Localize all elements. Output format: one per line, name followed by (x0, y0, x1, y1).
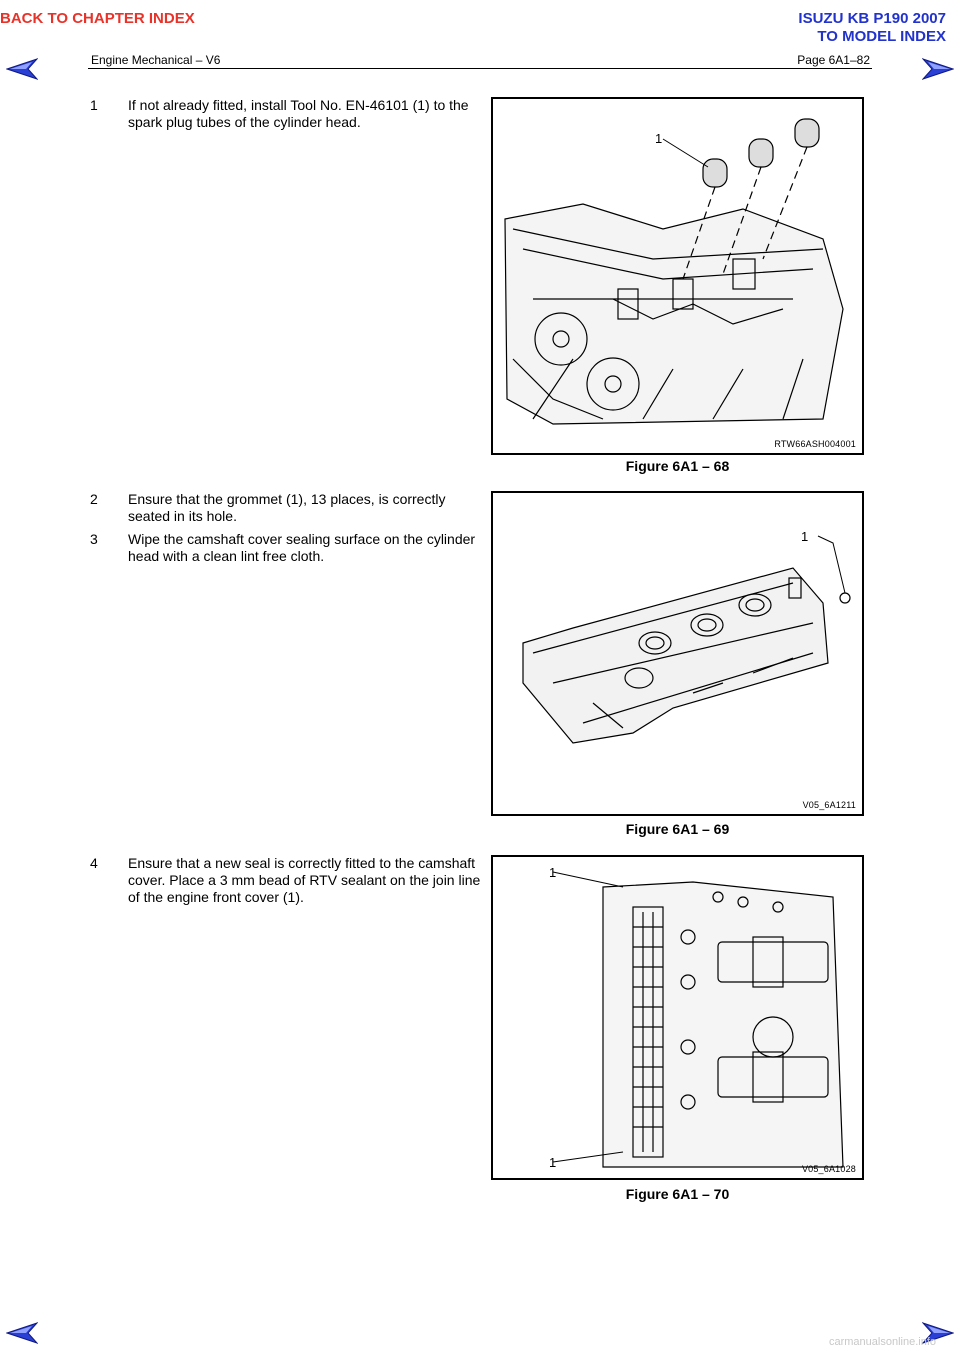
back-to-chapter-index-link[interactable]: BACK TO CHAPTER INDEX (0, 10, 195, 27)
step-3: 3 Wipe the camshaft cover sealing surfac… (90, 531, 485, 565)
figure-caption: Figure 6A1 – 70 (625, 1186, 730, 1202)
step-number: 4 (90, 855, 98, 871)
camshaft-cover-illustration (522, 535, 851, 744)
step-1: 1 If not already fitted, install Tool No… (90, 97, 485, 131)
step-text: Ensure that a new seal is correctly fitt… (128, 855, 481, 905)
callout-1: 1 (655, 131, 663, 146)
step-text: Ensure that the grommet (1), 13 places, … (128, 491, 446, 524)
figure-68: 1 RTW66ASH004001 (491, 97, 864, 455)
next-page-arrow-icon[interactable] (922, 58, 954, 80)
engine-front-cover-illustration (552, 871, 844, 1168)
step-4: 4 Ensure that a new seal is correctly fi… (90, 855, 485, 906)
header-rule (88, 68, 872, 69)
to-model-index: TO MODEL INDEX (817, 28, 946, 45)
callout-1-bottom: 1 (549, 1155, 557, 1170)
figure-caption: Figure 6A1 – 69 (625, 821, 730, 837)
callout-1: 1 (801, 529, 809, 544)
figure-caption: Figure 6A1 – 68 (625, 458, 730, 474)
step-number: 2 (90, 491, 98, 507)
step-2: 2 Ensure that the grommet (1), 13 places… (90, 491, 485, 525)
callout-1-top: 1 (549, 865, 557, 880)
model-index-link[interactable]: ISUZU KB P190 2007 TO MODEL INDEX (798, 10, 946, 46)
figure-id: V05_6A1211 (802, 800, 856, 810)
step-number: 3 (90, 531, 98, 547)
prev-page-arrow-icon[interactable] (6, 58, 38, 80)
prev-page-arrow-icon[interactable] (6, 1322, 38, 1344)
next-page-arrow-icon[interactable] (922, 1322, 954, 1344)
figure-69: 1 V05_6A1211 (491, 491, 864, 816)
figure-70: 1 1 V05_6A1028 (491, 855, 864, 1180)
step-text: Wipe the camshaft cover sealing surface … (128, 531, 476, 564)
page-number: Page 6A1–82 (797, 53, 870, 67)
step-text: If not already fitted, install Tool No. … (128, 97, 469, 130)
figure-id: V05_6A1028 (801, 1164, 856, 1174)
model-title: ISUZU KB P190 2007 (798, 10, 946, 27)
engine-cylinder-head-illustration (504, 118, 844, 425)
section-title: Engine Mechanical – V6 (91, 53, 221, 67)
step-number: 1 (90, 97, 98, 113)
figure-id: RTW66ASH004001 (774, 439, 856, 449)
watermark: carmanualsonline.info (828, 1336, 936, 1348)
